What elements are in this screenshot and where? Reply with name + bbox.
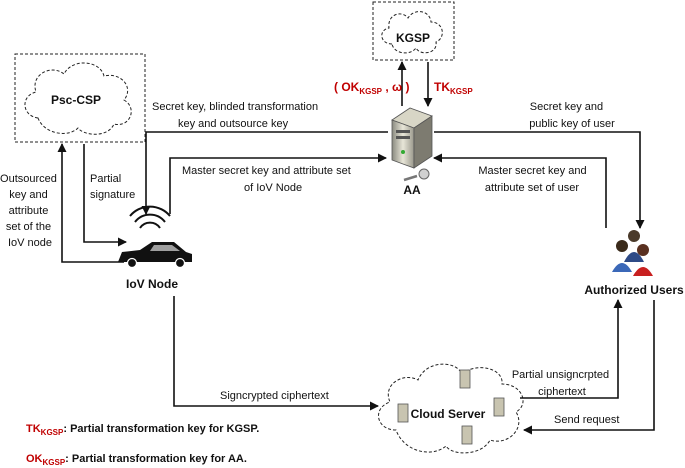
aa-to-iov-label: Secret key, blinded transformation key a…	[152, 101, 321, 130]
iov-to-psc-label: Outsourced key and attribute set of the …	[0, 173, 60, 249]
arrow-users-to-cloud	[523, 300, 655, 435]
psc-csp-cloud-shape	[24, 62, 132, 135]
arrow-iov-to-cloud	[173, 296, 379, 411]
arrow-aa-to-users	[434, 131, 645, 229]
users-node: Authorized Users	[584, 230, 684, 297]
psc-csp-node: Psc-CSP	[14, 53, 146, 143]
arrow-aa-to-iov	[141, 131, 388, 215]
legend: TKKGSP: Partial transformation key for K…	[26, 423, 259, 467]
legend-tk-entry: TKKGSP: Partial transformation key for K…	[26, 423, 259, 437]
users-to-cloud-label: Send request	[554, 414, 619, 426]
arrow-iov-to-psc	[57, 143, 124, 263]
users-to-aa-label: Master secret key and attribute set of u…	[478, 165, 589, 194]
aa-label: AA	[403, 183, 421, 197]
iov-node-label: IoV Node	[126, 277, 178, 291]
psc-csp-label: Psc-CSP	[51, 93, 101, 107]
cloud-server-icons	[397, 369, 505, 445]
kgsp-cloud-shape	[381, 11, 443, 54]
cloud-server-node: Cloud Server	[378, 363, 524, 454]
authorized-users-label: Authorized Users	[584, 283, 684, 297]
iov-to-aa-label: Master secret key and attribute set of I…	[182, 165, 354, 194]
iov-node: IoV Node	[118, 205, 192, 291]
kgsp-node: KGSP	[372, 1, 455, 61]
server-icon	[391, 107, 433, 169]
aa-to-users-label: Secret key and public key of user	[529, 101, 615, 130]
cloud-server-label: Cloud Server	[411, 407, 486, 421]
psc-to-iov-label: Partial signature	[90, 173, 135, 201]
legend-ok-entry: OKKGSP: Partial transformation key for A…	[26, 453, 247, 467]
aa-node: AA	[391, 107, 433, 197]
wifi-icon	[129, 205, 171, 229]
iov-to-cloud-label: Signcrypted ciphertext	[220, 390, 329, 402]
key-icon	[403, 168, 430, 182]
users-icon	[612, 230, 653, 276]
ok-omega-label: ( OKKGSP , ω )	[334, 80, 409, 96]
tk-kgsp-label: TKKGSP	[434, 80, 473, 96]
cloud-to-users-label: Partial unsigncrpted ciphertext	[512, 369, 612, 398]
cloud-server-shape	[378, 363, 524, 454]
kgsp-label: KGSP	[396, 31, 430, 45]
arrow-psc-to-iov	[83, 144, 127, 247]
arrow-iov-to-aa	[169, 153, 387, 214]
arrow-users-to-aa	[433, 153, 607, 228]
arrow-cloud-to-users	[520, 299, 623, 399]
car-icon	[118, 242, 192, 269]
